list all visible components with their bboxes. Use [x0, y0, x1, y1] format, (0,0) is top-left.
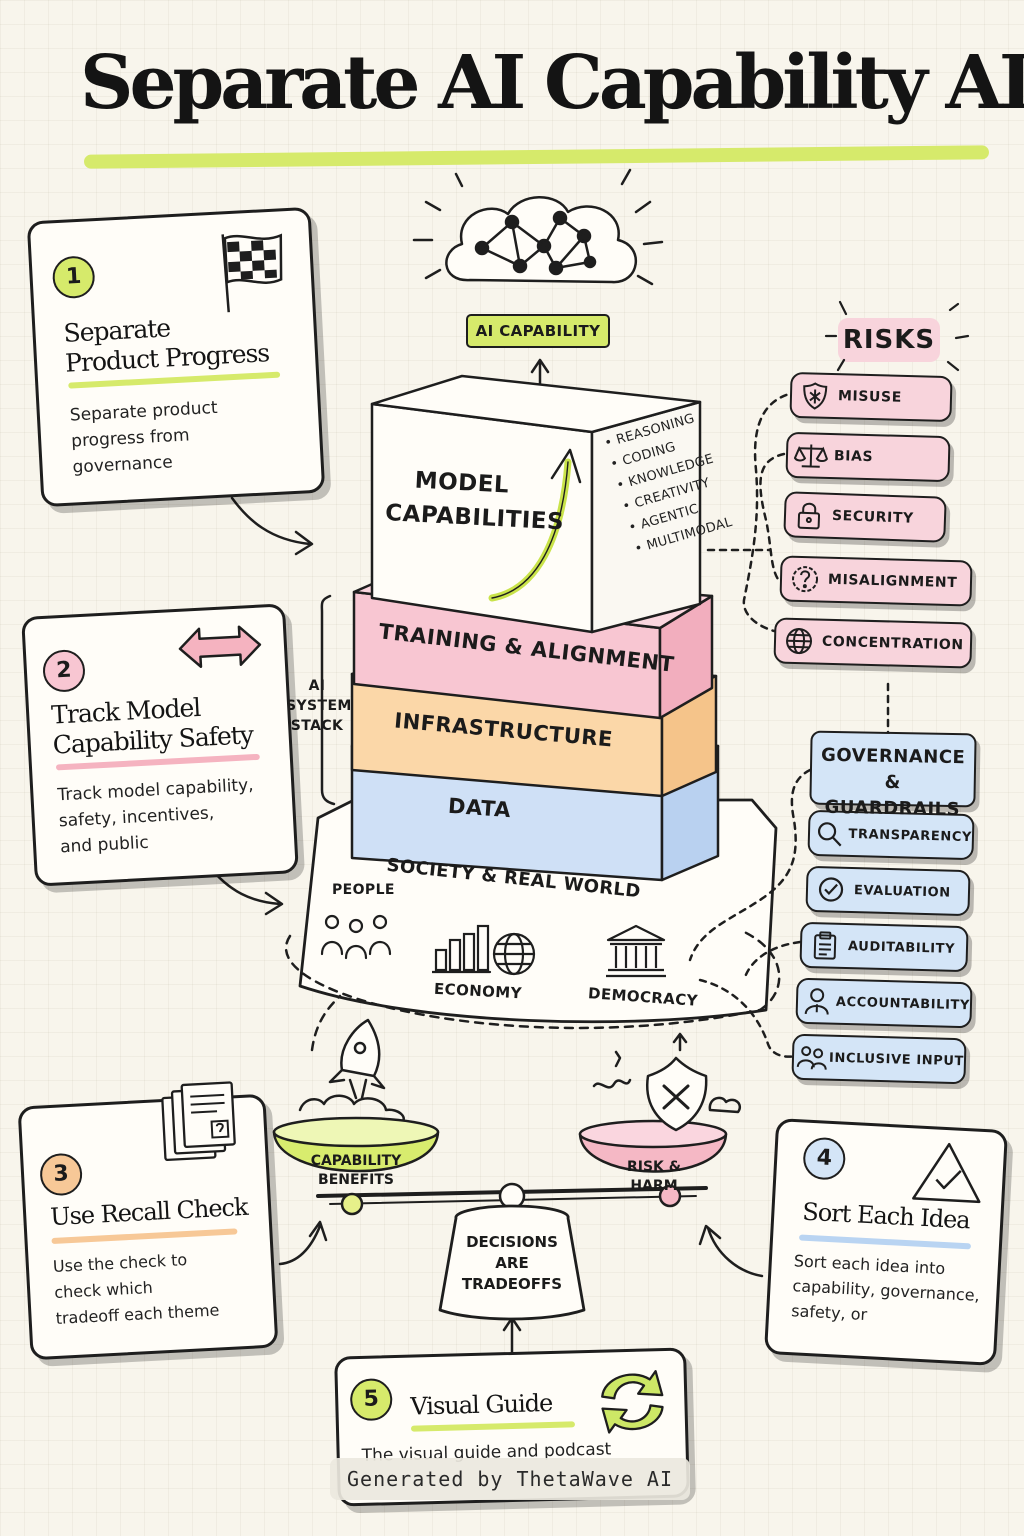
person-icon [804, 988, 829, 1015]
check-circle-icon [818, 877, 844, 902]
card-title: Track Model Capability Safety [51, 690, 254, 760]
benefits-line-2: BENEFITS [318, 1172, 394, 1188]
decision-line-3: TRADEOFFS [461, 1275, 563, 1293]
ai-system-stack-label: AI SYSTEM STACK [286, 676, 352, 736]
model-capabilities-label: MODEL CAPABILITIES [384, 462, 565, 538]
card-body: Track model capability, safety, incentiv… [57, 772, 257, 860]
decisions-tradeoffs-label: DECISIONS ARE TRADEOFFS [452, 1232, 572, 1295]
risk-misalignment: MISALIGNMENT [779, 555, 973, 607]
risk-label: MISUSE [837, 388, 903, 406]
question-icon [792, 566, 819, 593]
ai-capability-label: AI CAPABILITY [475, 322, 601, 340]
benefits-line-1: CAPABILITY [310, 1153, 402, 1169]
shield-icon [803, 382, 828, 410]
card-5: 5 Visual Guide The visual guide and podc… [334, 1347, 690, 1507]
decision-line-1: DECISIONS [466, 1233, 558, 1251]
risk-label: CONCENTRATION [821, 633, 964, 654]
risks-heading-badge: RISKS [838, 318, 940, 362]
ai-capability-badge: AI CAPABILITY [466, 314, 610, 348]
cycle-arrows-icon [601, 1370, 664, 1434]
page-title: Separate AI Capability AI [80, 40, 1024, 126]
risk-label: MISALIGNMENT [827, 571, 958, 592]
gov-evaluation: EVALUATION [805, 865, 971, 917]
stack-label-line-1: AI [308, 678, 326, 694]
gov-auditability: AUDITABILITY [799, 921, 969, 973]
gov-label: EVALUATION [853, 882, 951, 901]
people-label: PEOPLE [332, 882, 395, 898]
capability-benefits-label: CAPABILITY BENEFITS [296, 1152, 416, 1190]
step-number: 1 [51, 255, 96, 300]
step-number: 3 [39, 1152, 84, 1197]
card-body: Separate product progress from governanc… [69, 395, 221, 481]
card-title: Separate Product Progress [63, 308, 270, 379]
gov-label: ACCOUNTABILITY [835, 994, 971, 1013]
group-icon [796, 1046, 827, 1070]
card-underline [798, 1234, 972, 1250]
double-arrow-icon [178, 625, 262, 668]
gov-inclusive-input: INCLUSIVE INPUT [791, 1033, 967, 1085]
checkered-flag-icon [221, 233, 283, 313]
cloud-network-icon [412, 168, 664, 286]
decision-line-2: ARE [495, 1254, 529, 1272]
gov-label: TRANSPARENCY [848, 826, 973, 845]
step-number: 2 [41, 648, 87, 693]
documents-icon [161, 1081, 236, 1162]
card-4: 4 Sort Each Idea Sort each idea into cap… [763, 1118, 1009, 1366]
data-label: DATA [447, 793, 512, 823]
risks-heading: RISKS [842, 325, 936, 355]
card-title: Use Recall Check [49, 1192, 249, 1232]
governance-heading-line-1: GOVERNANCE & [820, 744, 966, 794]
card-body: Use the check to check which tradeoff ea… [52, 1245, 220, 1331]
risk-harm-label: RISK & HARM [604, 1158, 704, 1196]
balance-scale-drawing [272, 1116, 728, 1321]
gov-accountability: ACCOUNTABILITY [795, 977, 973, 1029]
governance-heading-line-2: GUARDRAILS [824, 796, 961, 821]
people-icon [320, 914, 392, 960]
risk-bias: BIAS [785, 431, 951, 483]
step-number: 5 [349, 1378, 393, 1422]
card-1: 1 Separate Product Progress Separate pro… [26, 206, 326, 508]
gov-label: INCLUSIVE INPUT [828, 1050, 965, 1069]
card-2: 2 Track Model Capability Safety Track mo… [21, 603, 299, 887]
stack-label-line-3: STACK [290, 718, 344, 734]
risk-misuse: MISUSE [789, 371, 953, 423]
risks-spark-lines [824, 300, 970, 372]
risk-security: SECURITY [783, 491, 947, 543]
step-number: 4 [802, 1136, 847, 1181]
harm-line-1: RISK & [626, 1159, 681, 1175]
risk-concentration: CONCENTRATION [773, 617, 973, 669]
card-body: Sort each idea into capability, governan… [791, 1248, 982, 1333]
risk-label: SECURITY [831, 507, 915, 527]
economy-icon [432, 924, 536, 976]
globe-icon [786, 628, 813, 655]
card-3: 3 Use Recall Check Use the check to chec… [17, 1081, 279, 1361]
warning-check-icon [912, 1142, 981, 1204]
governance-heading-box: GOVERNANCE & GUARDRAILS [809, 730, 977, 820]
harm-line-2: HARM [630, 1178, 678, 1194]
clipboard-icon [813, 931, 837, 960]
lock-icon [797, 502, 821, 530]
gov-label: AUDITABILITY [847, 938, 956, 957]
card-title: Visual Guide [410, 1388, 553, 1421]
card-underline [410, 1421, 576, 1432]
stack-label-line-2: SYSTEM [286, 698, 352, 714]
rocket-icon [298, 1018, 405, 1126]
scales-icon [793, 444, 829, 468]
shield-x-icon [592, 1050, 742, 1132]
gov-transparency: TRANSPARENCY [807, 809, 975, 861]
card-underline [51, 1228, 238, 1245]
watermark: Generated by ThetaWave AI [330, 1458, 690, 1500]
magnifier-icon [818, 822, 842, 847]
institution-icon [606, 924, 666, 978]
risk-label: BIAS [833, 448, 874, 466]
